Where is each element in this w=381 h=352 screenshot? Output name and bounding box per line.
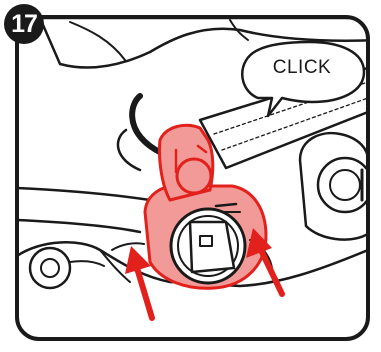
control-knob — [300, 133, 372, 239]
step-number-badge: 17 — [4, 4, 44, 44]
frame-tube — [17, 188, 150, 200]
click-callout-text: CLICK — [247, 57, 357, 79]
